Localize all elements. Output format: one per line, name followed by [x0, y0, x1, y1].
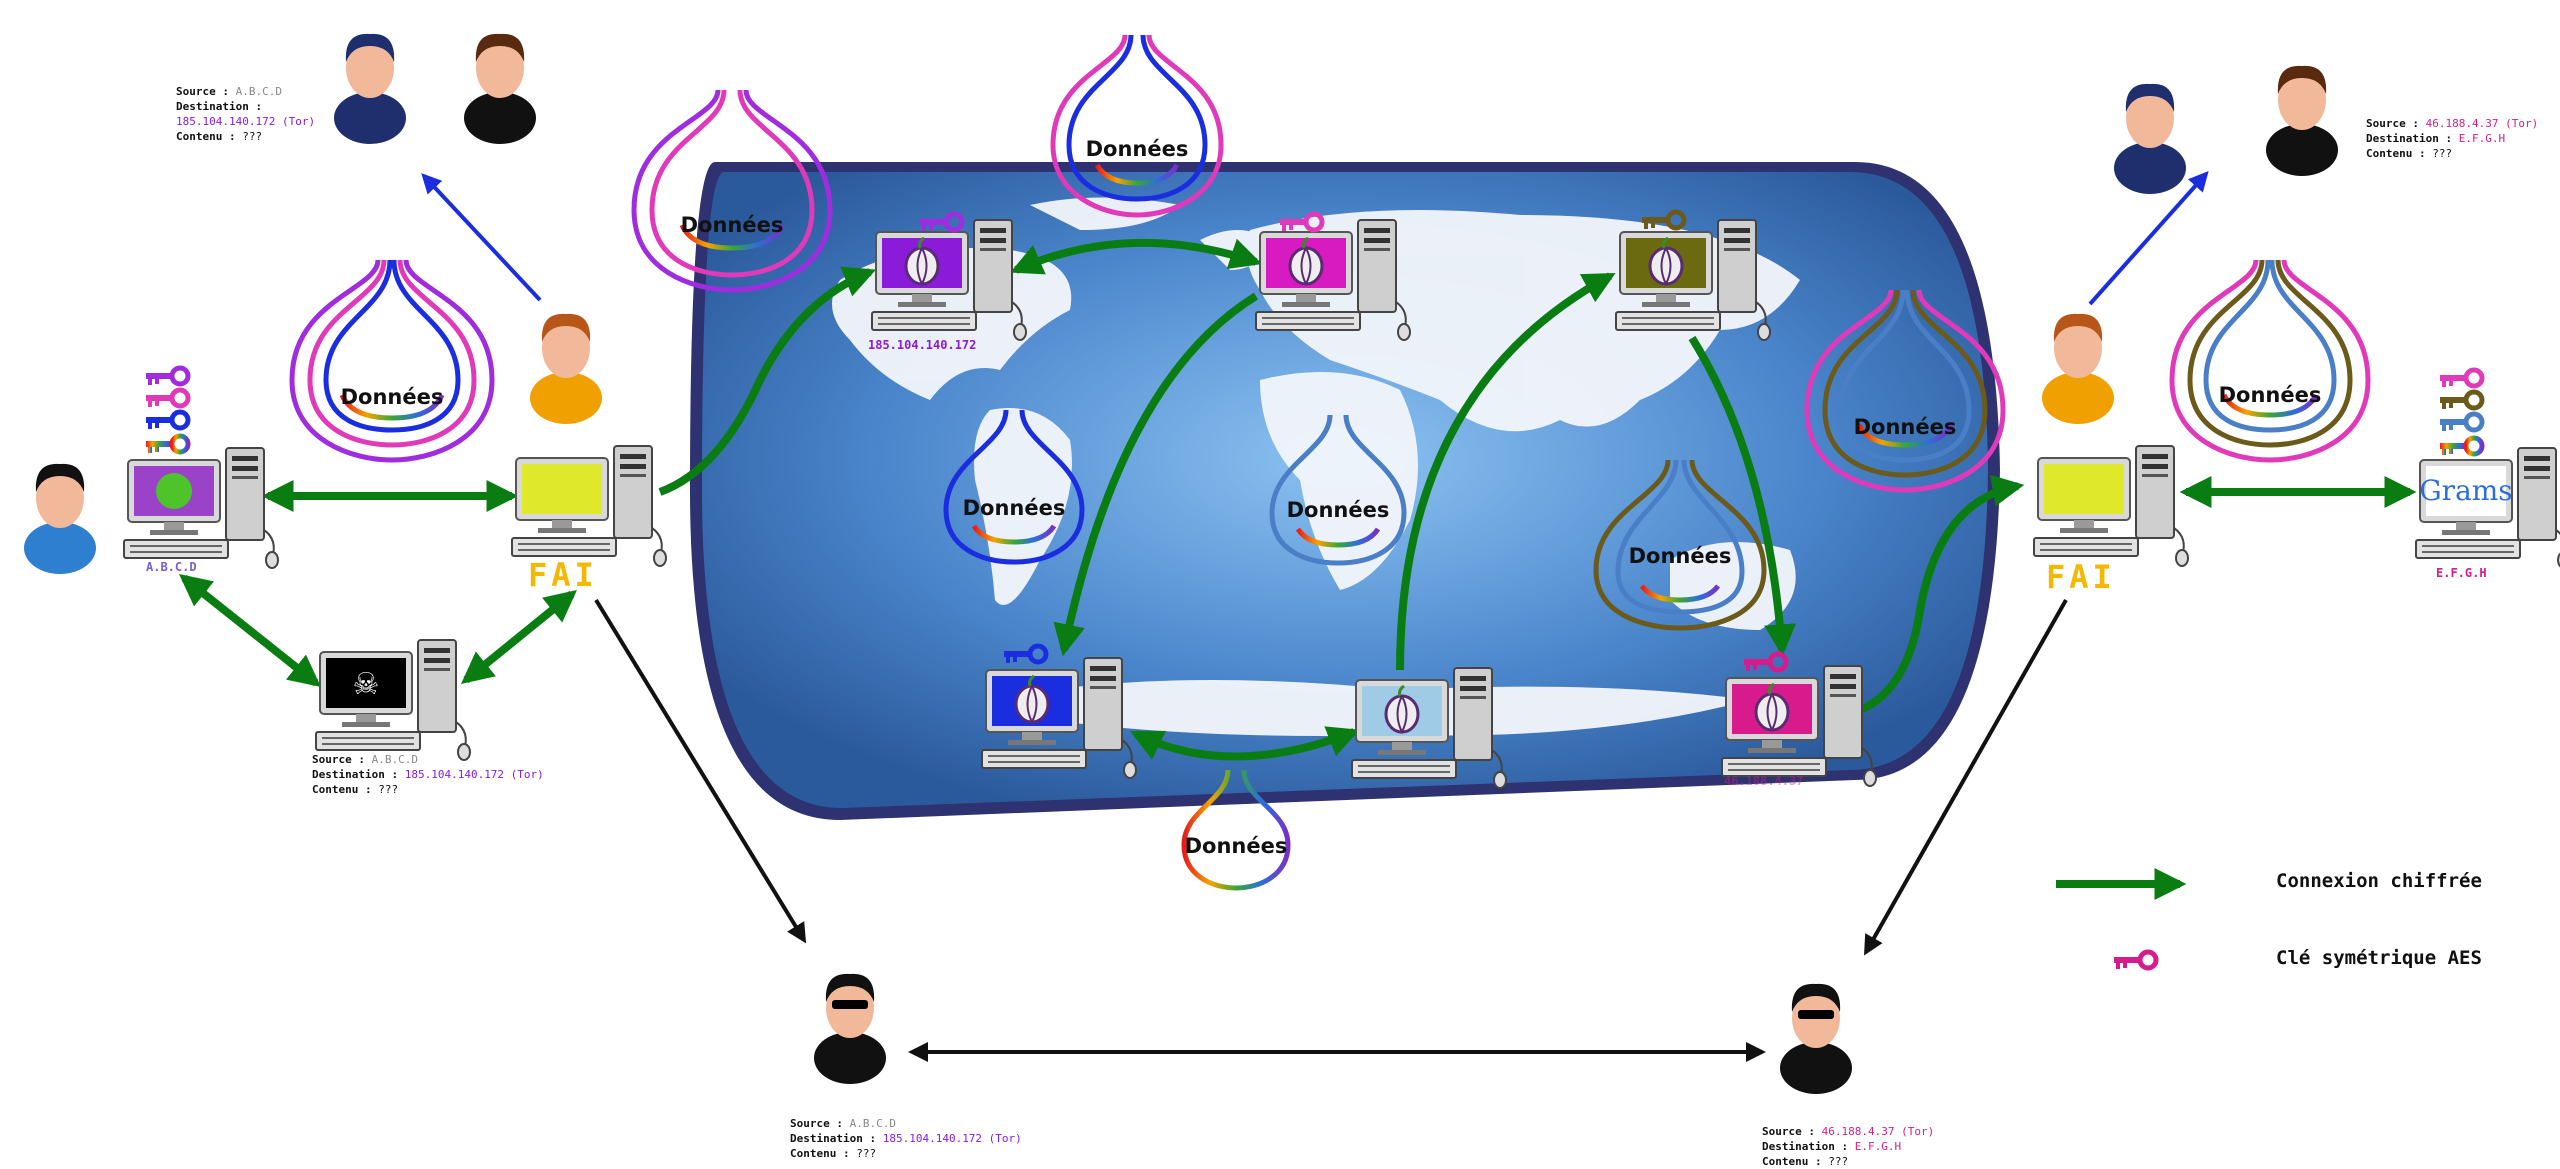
link-hacker-fai	[461, 589, 577, 685]
data-label-bottom: Données	[1185, 834, 1288, 858]
server-logo: Grams	[2419, 474, 2512, 507]
surveillance-links	[594, 598, 2068, 1062]
server-keys	[2440, 370, 2482, 455]
key-icon	[146, 412, 188, 429]
judge-right-icon	[2266, 65, 2338, 176]
link-node-node	[1130, 726, 1360, 761]
data-label-right-server: Données	[2219, 383, 2322, 407]
data-label-south-america: Données	[963, 496, 1066, 520]
judge-left-icon	[464, 33, 536, 144]
agent-right-info: Source : 46.188.4.37 (Tor) Destination :…	[1762, 1125, 1935, 1168]
user-avatar-icon	[24, 463, 96, 574]
data-onion-africa	[1269, 414, 1407, 566]
link-exit-fai	[1858, 474, 2025, 714]
key-icon	[146, 368, 188, 385]
key-icon	[146, 390, 188, 407]
agent-left-info: Source : A.B.C.D Destination : 185.104.1…	[790, 1117, 1022, 1160]
client-keys	[146, 368, 188, 453]
data-labels: Données Données Données Données Données …	[341, 137, 2322, 858]
data-onion-right-server	[2169, 259, 2371, 463]
legend-encrypted-label: Connexion chiffrée	[2276, 870, 2482, 892]
fai-computer-right	[2033, 445, 2189, 567]
server-computer: Grams	[2415, 447, 2560, 569]
key-icon	[2440, 414, 2482, 431]
exit-node-address: 46.188.4.37	[1724, 774, 1804, 788]
client-address: A.B.C.D	[146, 560, 197, 574]
data-label-left: Données	[341, 385, 444, 409]
legend-key-label: Clé symétrique AES	[2276, 947, 2482, 969]
isp-operator-right-icon	[2042, 313, 2114, 424]
legend	[2056, 868, 2187, 969]
key-icon	[146, 436, 188, 453]
agent-left-icon	[814, 973, 886, 1084]
hacker-computer: ☠	[315, 639, 471, 761]
data-label-top-center: Données	[1086, 137, 1189, 161]
data-label-australia: Données	[1629, 544, 1732, 568]
client-computer	[123, 447, 279, 569]
key-icon	[2440, 392, 2482, 409]
server-address: E.F.G.H	[2436, 566, 2487, 580]
link-node-relay2	[1396, 272, 1616, 671]
police-left-info: Source : A.B.C.D Destination : 185.104.1…	[176, 85, 316, 143]
data-onion-right-exit	[1804, 289, 2006, 493]
policeman-right-icon	[2114, 83, 2186, 194]
skull-icon: ☠	[353, 667, 380, 702]
key-icon	[2440, 370, 2482, 387]
policeman-left-icon	[334, 33, 406, 144]
link-relay2-exit	[1688, 335, 1797, 657]
fai-computer-left	[511, 445, 667, 567]
data-onion-australia	[1593, 459, 1767, 631]
fai-label-left: FAI	[528, 556, 598, 594]
fai-label-right: FAI	[2046, 558, 2116, 596]
data-onion-south-america	[943, 409, 1085, 565]
encrypted-links	[178, 238, 2417, 761]
link-relay1-node	[1053, 292, 1259, 657]
isp-operator-left-icon	[530, 313, 602, 424]
hacker-info: Source : A.B.C.D Destination : 185.104.1…	[312, 753, 544, 796]
data-onion-left	[289, 259, 495, 463]
agent-right-icon	[1780, 983, 1852, 1094]
police-right-info: Source : 46.188.4.37 (Tor) Destination :…	[2366, 117, 2539, 160]
data-label-right-exit: Données	[1854, 415, 1957, 439]
link-entry-relay1	[1010, 238, 1263, 275]
data-onion-bottom	[1181, 769, 1291, 891]
link-client-hacker	[178, 574, 322, 687]
key-icon	[2440, 438, 2482, 455]
legend-key-icon	[2114, 952, 2156, 969]
link-fai-entry	[658, 266, 876, 496]
data-label-africa: Données	[1287, 498, 1390, 522]
entry-node-address: 185.104.140.172	[868, 338, 977, 352]
data-onion-top-center	[1050, 34, 1224, 218]
data-label-top-left: Données	[681, 213, 784, 237]
data-onion-top-left	[631, 89, 833, 293]
police-links	[421, 171, 2209, 306]
